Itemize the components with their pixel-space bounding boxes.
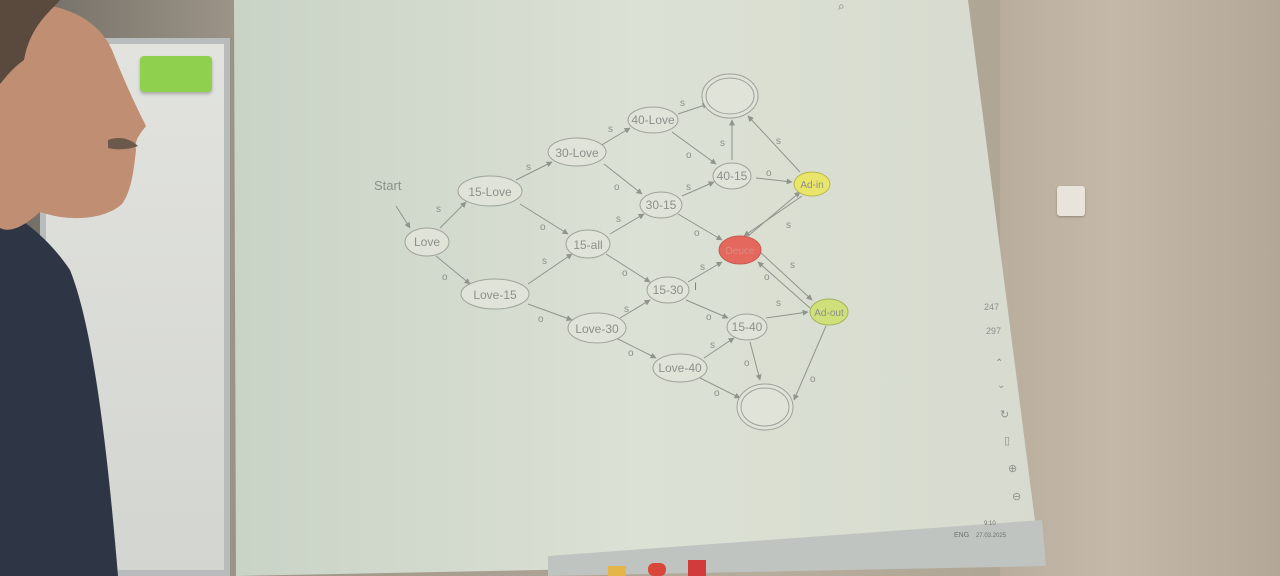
edge-label: o [694, 228, 700, 239]
edge-label: s [786, 220, 791, 231]
node-label-15-40: 15-40 [732, 320, 763, 334]
right-wall [1000, 0, 1280, 576]
taskbar-app-icon[interactable] [608, 566, 626, 576]
person-moustache [108, 138, 138, 150]
node-label-15-all: 15-all [573, 238, 602, 252]
state-node-love-15 [460, 278, 530, 310]
node-label-love-40: Love-40 [658, 361, 702, 375]
search-icon[interactable]: ⌕ [838, 0, 845, 13]
state-node-15-love [457, 175, 523, 207]
start-label: Start [374, 178, 402, 193]
state-node-ad-out [809, 298, 849, 326]
edge-label: s [776, 298, 781, 309]
node-label-love-30: Love-30 [575, 322, 619, 336]
nodes [404, 73, 849, 431]
edge-labels: s o s o s o s o s o s o s o s o s o s o … [436, 98, 816, 399]
edge-label: o [622, 268, 628, 279]
edge-label: s [790, 260, 795, 271]
edge-label: s [710, 340, 715, 351]
state-node-opp-wins [740, 387, 790, 427]
node-label-15-30: 15-30 [653, 283, 684, 297]
edge-label: o [810, 374, 816, 385]
edge-label: o [744, 358, 750, 369]
edge-label: s [542, 256, 547, 267]
zoom-in-icon[interactable]: ⊕ [1008, 463, 1017, 475]
edge-label: s [608, 124, 613, 135]
whiteboard-eraser [140, 56, 212, 92]
side-number-2: 297 [986, 326, 1001, 336]
edge-label: s [776, 136, 781, 147]
edge-label: o [714, 388, 720, 399]
node-label-30-15: 30-15 [646, 198, 677, 212]
edge-label: o [442, 272, 448, 283]
edge-label: s [616, 214, 621, 225]
node-label-ad-out: Ad-out [814, 308, 844, 319]
state-node-30-15 [639, 191, 683, 219]
state-node-server-wins [705, 77, 755, 115]
chevron-up-icon[interactable]: ⌃ [995, 358, 1003, 369]
edge-label: o [686, 150, 692, 161]
edge-label: o [628, 348, 634, 359]
state-node-love [404, 227, 450, 257]
state-node-love-40 [652, 353, 708, 383]
zoom-out-icon[interactable]: ⊖ [1012, 491, 1021, 503]
person-head [0, 3, 146, 230]
state-node-40-15 [712, 162, 752, 190]
node-label-40-love: 40-Love [631, 113, 675, 127]
node-label-15-love: 15-Love [468, 185, 512, 199]
state-node-ad-in [793, 171, 831, 197]
node-label-30-love: 30-Love [555, 146, 599, 160]
taskbar-pdf-icon[interactable] [688, 560, 706, 576]
taskbar-date: 27.03.2025 [976, 533, 1007, 539]
edges [395, 102, 827, 401]
rotate-icon[interactable]: ↻ [1000, 409, 1009, 421]
node-label-love: Love [414, 235, 440, 249]
taskbar-time: 9:10 [984, 521, 996, 527]
person-hair [0, 0, 60, 84]
text-cursor-icon: I [694, 281, 697, 293]
state-node-40-love [627, 106, 679, 134]
state-node-deuce [718, 235, 762, 265]
node-label-deuce: Deuce [726, 246, 755, 257]
edge-label: s [686, 182, 691, 193]
edge-label: o [614, 182, 620, 193]
screen-surface [234, 0, 1040, 576]
taskbar[interactable] [548, 520, 1046, 576]
person-body [0, 210, 118, 576]
state-node-30-love [547, 137, 607, 167]
edge-label: o [706, 312, 712, 323]
edge-label: s [436, 204, 441, 215]
edge-label: o [764, 272, 770, 283]
side-number-1: 247 [984, 302, 999, 312]
edge-label: s [624, 304, 629, 315]
wall-switch [1057, 186, 1085, 216]
edge-label: s [526, 162, 531, 173]
state-node-15-all [565, 229, 611, 259]
node-label-ad-in: Ad-in [800, 180, 823, 191]
page-icon[interactable]: ▯ [1004, 435, 1010, 447]
taskbar-lang: ENG [954, 532, 969, 539]
state-node-15-40 [726, 313, 768, 341]
edge-label: s [700, 262, 705, 273]
person-silhouette [0, 0, 146, 576]
node-labels: Love 15-Love Love-15 30-Love 15-all Love… [414, 113, 844, 375]
edge-label: o [538, 314, 544, 325]
state-node-love-30 [567, 312, 627, 344]
chevron-down-icon[interactable]: ⌄ [997, 380, 1005, 391]
edge-label: s [680, 98, 685, 109]
state-node-15-30 [646, 276, 690, 304]
taskbar-browser-icon[interactable] [648, 563, 666, 576]
node-label-love-15: Love-15 [473, 288, 517, 302]
edge-label: o [766, 168, 772, 179]
edge-label: s [720, 138, 725, 149]
node-label-40-15: 40-15 [717, 169, 748, 183]
edge-label: o [540, 222, 546, 233]
